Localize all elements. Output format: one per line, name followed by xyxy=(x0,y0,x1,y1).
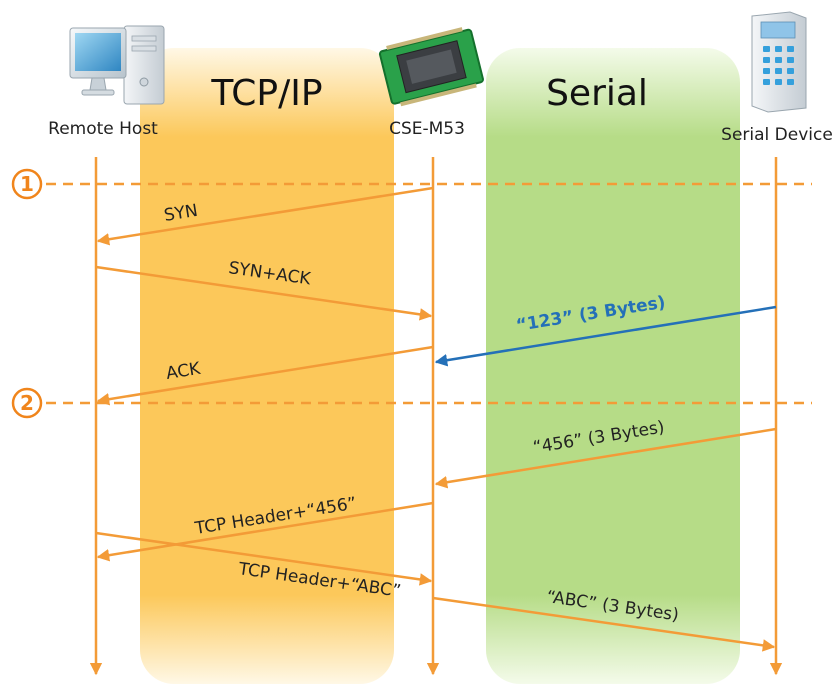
message-arrow-123 xyxy=(434,305,777,367)
step-2-marker: 2 xyxy=(11,387,43,419)
keypad-terminal-icon xyxy=(751,11,807,113)
serial-zone xyxy=(486,48,740,684)
desktop-computer-icon xyxy=(69,25,165,105)
tcpip-zone-label: TCP/IP xyxy=(210,73,322,114)
step-1-marker: 1 xyxy=(11,168,43,200)
tcpip-zone xyxy=(140,48,394,684)
message-arrow-456-serial xyxy=(434,427,777,489)
participant-label-cse-m53: CSE-M53 xyxy=(389,119,465,139)
circuit-board-icon xyxy=(378,27,484,107)
participant-label-serial-device: Serial Device xyxy=(721,125,833,145)
message-arrow-abc-serial xyxy=(432,596,776,652)
message-arrow-ack xyxy=(96,345,434,406)
step-2-number: 2 xyxy=(20,391,34,415)
message-arrow-456-tcp xyxy=(96,501,434,562)
step-1-number: 1 xyxy=(20,172,34,196)
message-arrow-syn-ack xyxy=(95,265,433,321)
message-arrow-abc-tcp xyxy=(95,531,433,586)
serial-zone-label: Serial xyxy=(546,73,648,114)
message-arrow-syn xyxy=(96,186,434,246)
participant-label-remote-host: Remote Host xyxy=(48,119,158,139)
